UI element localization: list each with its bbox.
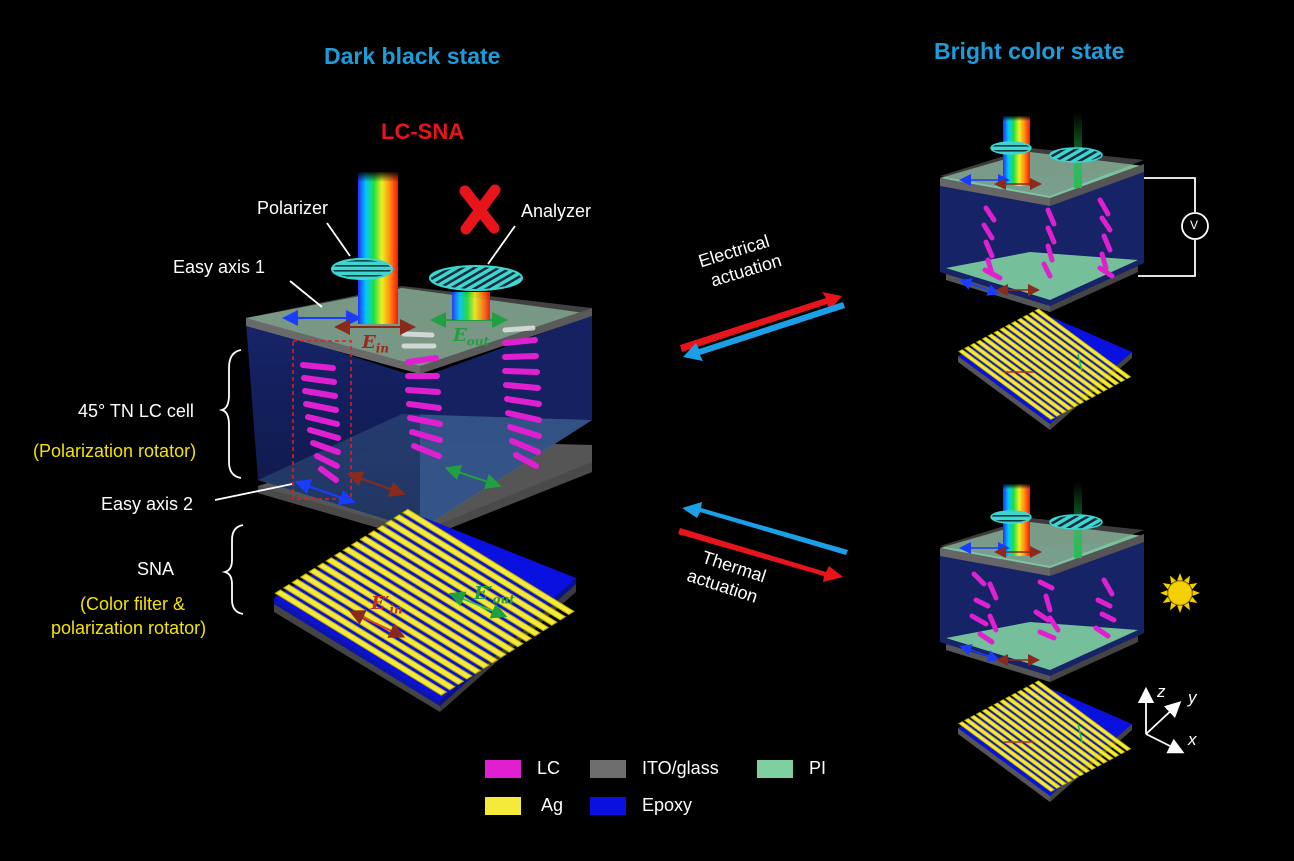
electrical-actuation-arrows: [680, 292, 845, 361]
sun-ray: [1183, 575, 1190, 584]
sun-ray: [1192, 590, 1200, 596]
analyzer-label: Analyzer: [521, 201, 592, 221]
right-title: Bright color state: [934, 38, 1125, 64]
ag-nanoridge: [993, 330, 1091, 402]
light-beam-main: [358, 172, 490, 324]
ag-nanoridge: [958, 349, 1056, 421]
right-top-cell: [940, 112, 1209, 430]
sun-icon: [1160, 573, 1200, 613]
sun-ray: [1162, 583, 1171, 590]
axes-icon: [1137, 686, 1185, 754]
axis-x-label: x: [1188, 730, 1197, 749]
ag-nanoridge: [384, 519, 558, 626]
legend-label-pi: PI: [809, 758, 827, 778]
legend-label-ito: ITO/glass: [642, 758, 719, 778]
polarization-arrows-main: [282, 310, 508, 505]
sun-ray: [1183, 602, 1190, 611]
e-in-label: Ein: [362, 332, 390, 356]
ag-nanoridge: [1028, 311, 1126, 383]
ag-nanoridge: [1010, 692, 1108, 764]
sna-label: SNA: [137, 559, 175, 579]
ag-nanoridge: [987, 705, 1085, 777]
ag-nanoridge: [999, 699, 1097, 771]
ag-nanoridge: [1034, 680, 1132, 752]
leader-lines: [214, 222, 516, 615]
sun-ray: [1177, 605, 1183, 613]
ag-nanoridge: [981, 708, 1079, 780]
tn-cell-label: 45° TN LC cell: [78, 401, 194, 421]
sun-ray: [1160, 590, 1168, 596]
ag-nanoridge: [333, 551, 507, 659]
right-bottom-cell: [940, 482, 1144, 802]
polarizer-label: Polarizer: [257, 198, 329, 218]
sun-ray: [1177, 573, 1183, 581]
thermal-actuation-arrows: [678, 502, 848, 582]
legend-swatch-ito: [590, 760, 626, 778]
lc-molecules-main: [300, 325, 542, 483]
tn-cell-sub-label: (Polarization rotator): [33, 441, 197, 461]
ag-nanoridge: [1028, 683, 1126, 755]
ag-nanoridge: [975, 711, 1073, 783]
ag-nanoridge: [1004, 696, 1102, 767]
main-lc-cell: [246, 286, 592, 540]
ag-nanoridge: [969, 342, 1067, 414]
ag-nanoridge: [963, 346, 1061, 417]
ag-nanoridge: [325, 557, 499, 664]
e-out-prime-label: E′out: [474, 583, 515, 607]
ag-nanoridge: [969, 714, 1067, 786]
ag-nanoridge: [274, 589, 448, 696]
easy-axis-2-label: Easy axis 2: [101, 494, 194, 514]
ag-nanoridge: [958, 721, 1056, 793]
sun-ray: [1162, 596, 1171, 603]
ag-nanoridge: [393, 514, 567, 621]
axis-z-label: z: [1157, 682, 1166, 701]
ag-nanoridge: [1016, 317, 1114, 389]
ag-nanoridge: [999, 327, 1097, 399]
left-title: Dark black state: [324, 43, 501, 69]
ag-nanoridge: [1034, 308, 1132, 380]
blocked-x-icon: [459, 184, 501, 235]
ag-nanoridge: [987, 333, 1085, 405]
e-in-prime-label: E′in: [371, 593, 403, 617]
legend-swatch-pi: [757, 760, 793, 778]
legend-label-ag: Ag: [541, 795, 564, 815]
ag-nanoridge: [1004, 324, 1102, 395]
legend-swatch-lc: [485, 760, 521, 778]
axis-y-label: y: [1188, 688, 1197, 707]
ag-nanoridge: [401, 508, 575, 616]
sun-ray: [1170, 575, 1177, 584]
easy-axis-1-label: Easy axis 1: [173, 257, 266, 277]
ag-nanoridge: [993, 702, 1091, 774]
ag-nanoridge: [1010, 320, 1108, 392]
analyzer-disc: [429, 265, 523, 291]
legend-swatch-epoxy: [590, 797, 626, 815]
legend-swatch-ag: [485, 797, 521, 815]
polarization-arrows-sna: [348, 591, 508, 638]
sna-sub-label-1: (Color filter &: [80, 594, 186, 614]
ag-nanoridge: [1016, 689, 1114, 761]
sun-ray: [1189, 596, 1198, 603]
sun-ray: [1170, 602, 1177, 611]
sna-sub-label-2: polarization rotator): [51, 618, 207, 638]
polarizer-disc: [331, 258, 393, 280]
legend-label-lc: LC: [537, 758, 561, 778]
sun-ray: [1189, 583, 1198, 590]
ag-nanoridge: [1022, 314, 1120, 386]
ag-nanoridge: [963, 718, 1061, 789]
ag-nanoridge: [975, 339, 1073, 411]
legend-label-epoxy: Epoxy: [642, 795, 693, 815]
device-title: LC-SNA: [381, 119, 465, 144]
e-out-label: Eout: [453, 325, 490, 349]
sna-main: [274, 508, 576, 712]
voltmeter-label: V: [1190, 218, 1199, 232]
ag-nanoridge: [1022, 686, 1120, 758]
